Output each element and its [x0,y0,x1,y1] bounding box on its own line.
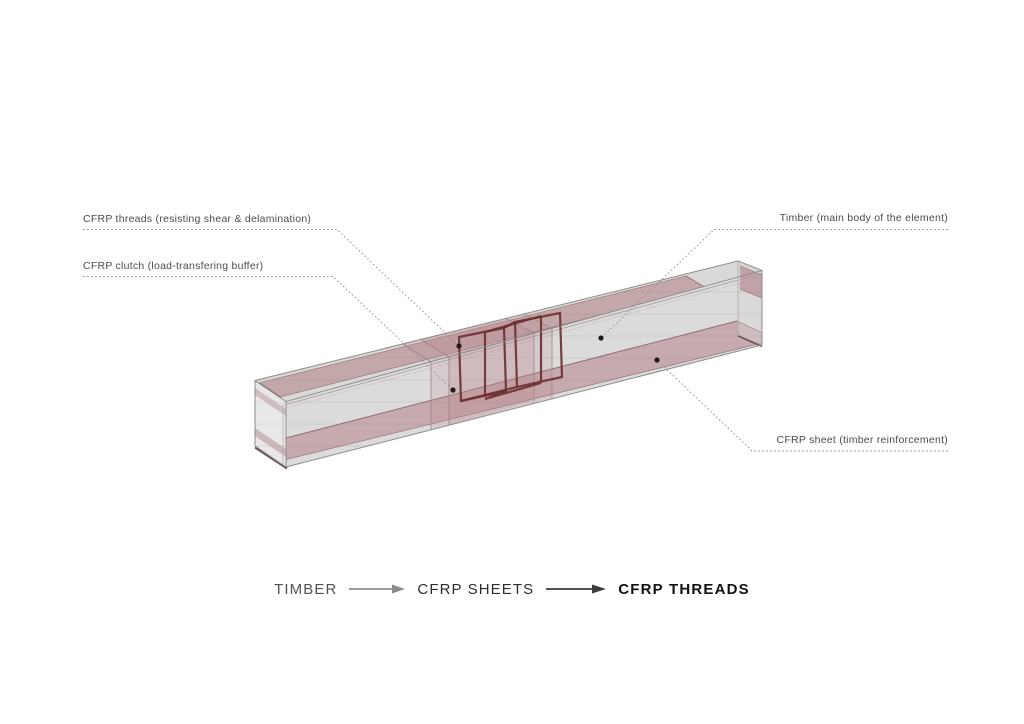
cfrp-sheet-top [259,276,706,397]
callout-dot [450,387,456,393]
callout-dot [654,357,660,363]
right-arrow-icon [349,584,406,594]
flow-step-timber: TIMBER [274,580,338,598]
beam-right-end [737,261,763,348]
material-flow-bar: TIMBER CFRP SHEETS CFRP THREADS [0,577,1024,601]
label-timber: Timber (main body of the element) [779,212,948,224]
callout-dot [456,343,462,349]
cfrp-sheet-bottom [286,321,762,460]
label-cfrp-sheet: CFRP sheet (timber reinforcement) [776,434,948,446]
callout-dot [598,335,604,341]
beam-outline [254,260,763,468]
leader-cfrp-threads [83,229,460,347]
label-cfrp-clutch: CFRP clutch (load-transfering buffer) [83,260,264,272]
flow-step-cfrp-threads: CFRP THREADS [618,580,750,598]
leader-cfrp-sheet [656,359,948,452]
flow-step-cfrp-sheets: CFRP SHEETS [417,580,535,598]
right-arrow-icon [546,584,607,594]
leader-lines [83,229,948,452]
cfrp-threads-drawing [457,311,564,403]
label-cfrp-threads: CFRP threads (resisting shear & delamina… [83,213,312,225]
leader-cfrp-clutch [83,276,454,391]
timber-beam [254,260,763,470]
beam-left-end [254,380,288,470]
